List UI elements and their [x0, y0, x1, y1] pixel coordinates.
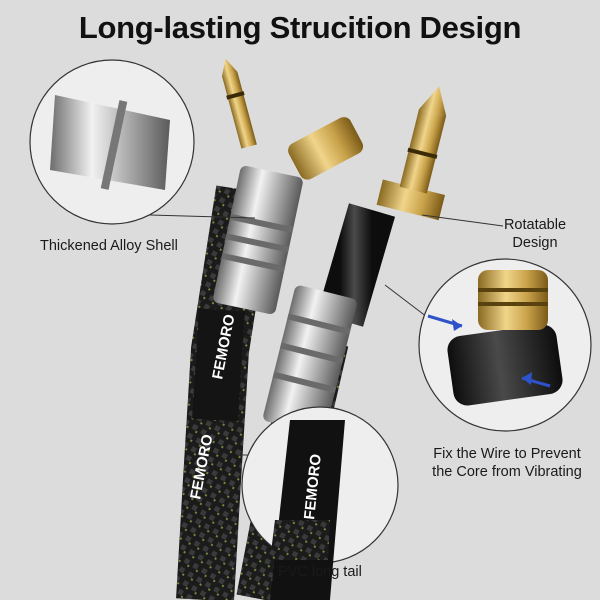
label-rotatable-line1: Rotatable — [503, 217, 567, 233]
label-fix-line1: Fix the Wire to Prevent — [433, 446, 581, 462]
callout-pvc-tail — [237, 406, 399, 600]
label-pvc-tail: PVC long tail — [278, 564, 362, 580]
callout-rotatable — [421, 214, 504, 227]
page-title: Long-lasting Strucition Design — [78, 10, 522, 45]
label-rotatable-line2: Design — [512, 235, 558, 251]
arrow-icon — [427, 314, 463, 331]
callout-fix-wire — [384, 258, 592, 432]
label-alloy-shell: Thickened Alloy Shell — [40, 238, 178, 254]
callout-alloy-shell — [29, 59, 256, 225]
right-angle-cable — [176, 58, 364, 600]
brand-text-callout: FEMORO — [301, 453, 325, 521]
label-rotatable: Rotatable Design — [480, 216, 590, 252]
label-fix-wire: Fix the Wire to Prevent the Core from Vi… — [412, 445, 600, 481]
arrow-icon — [521, 372, 551, 388]
label-fix-line2: the Core from Vibrating — [432, 464, 582, 480]
